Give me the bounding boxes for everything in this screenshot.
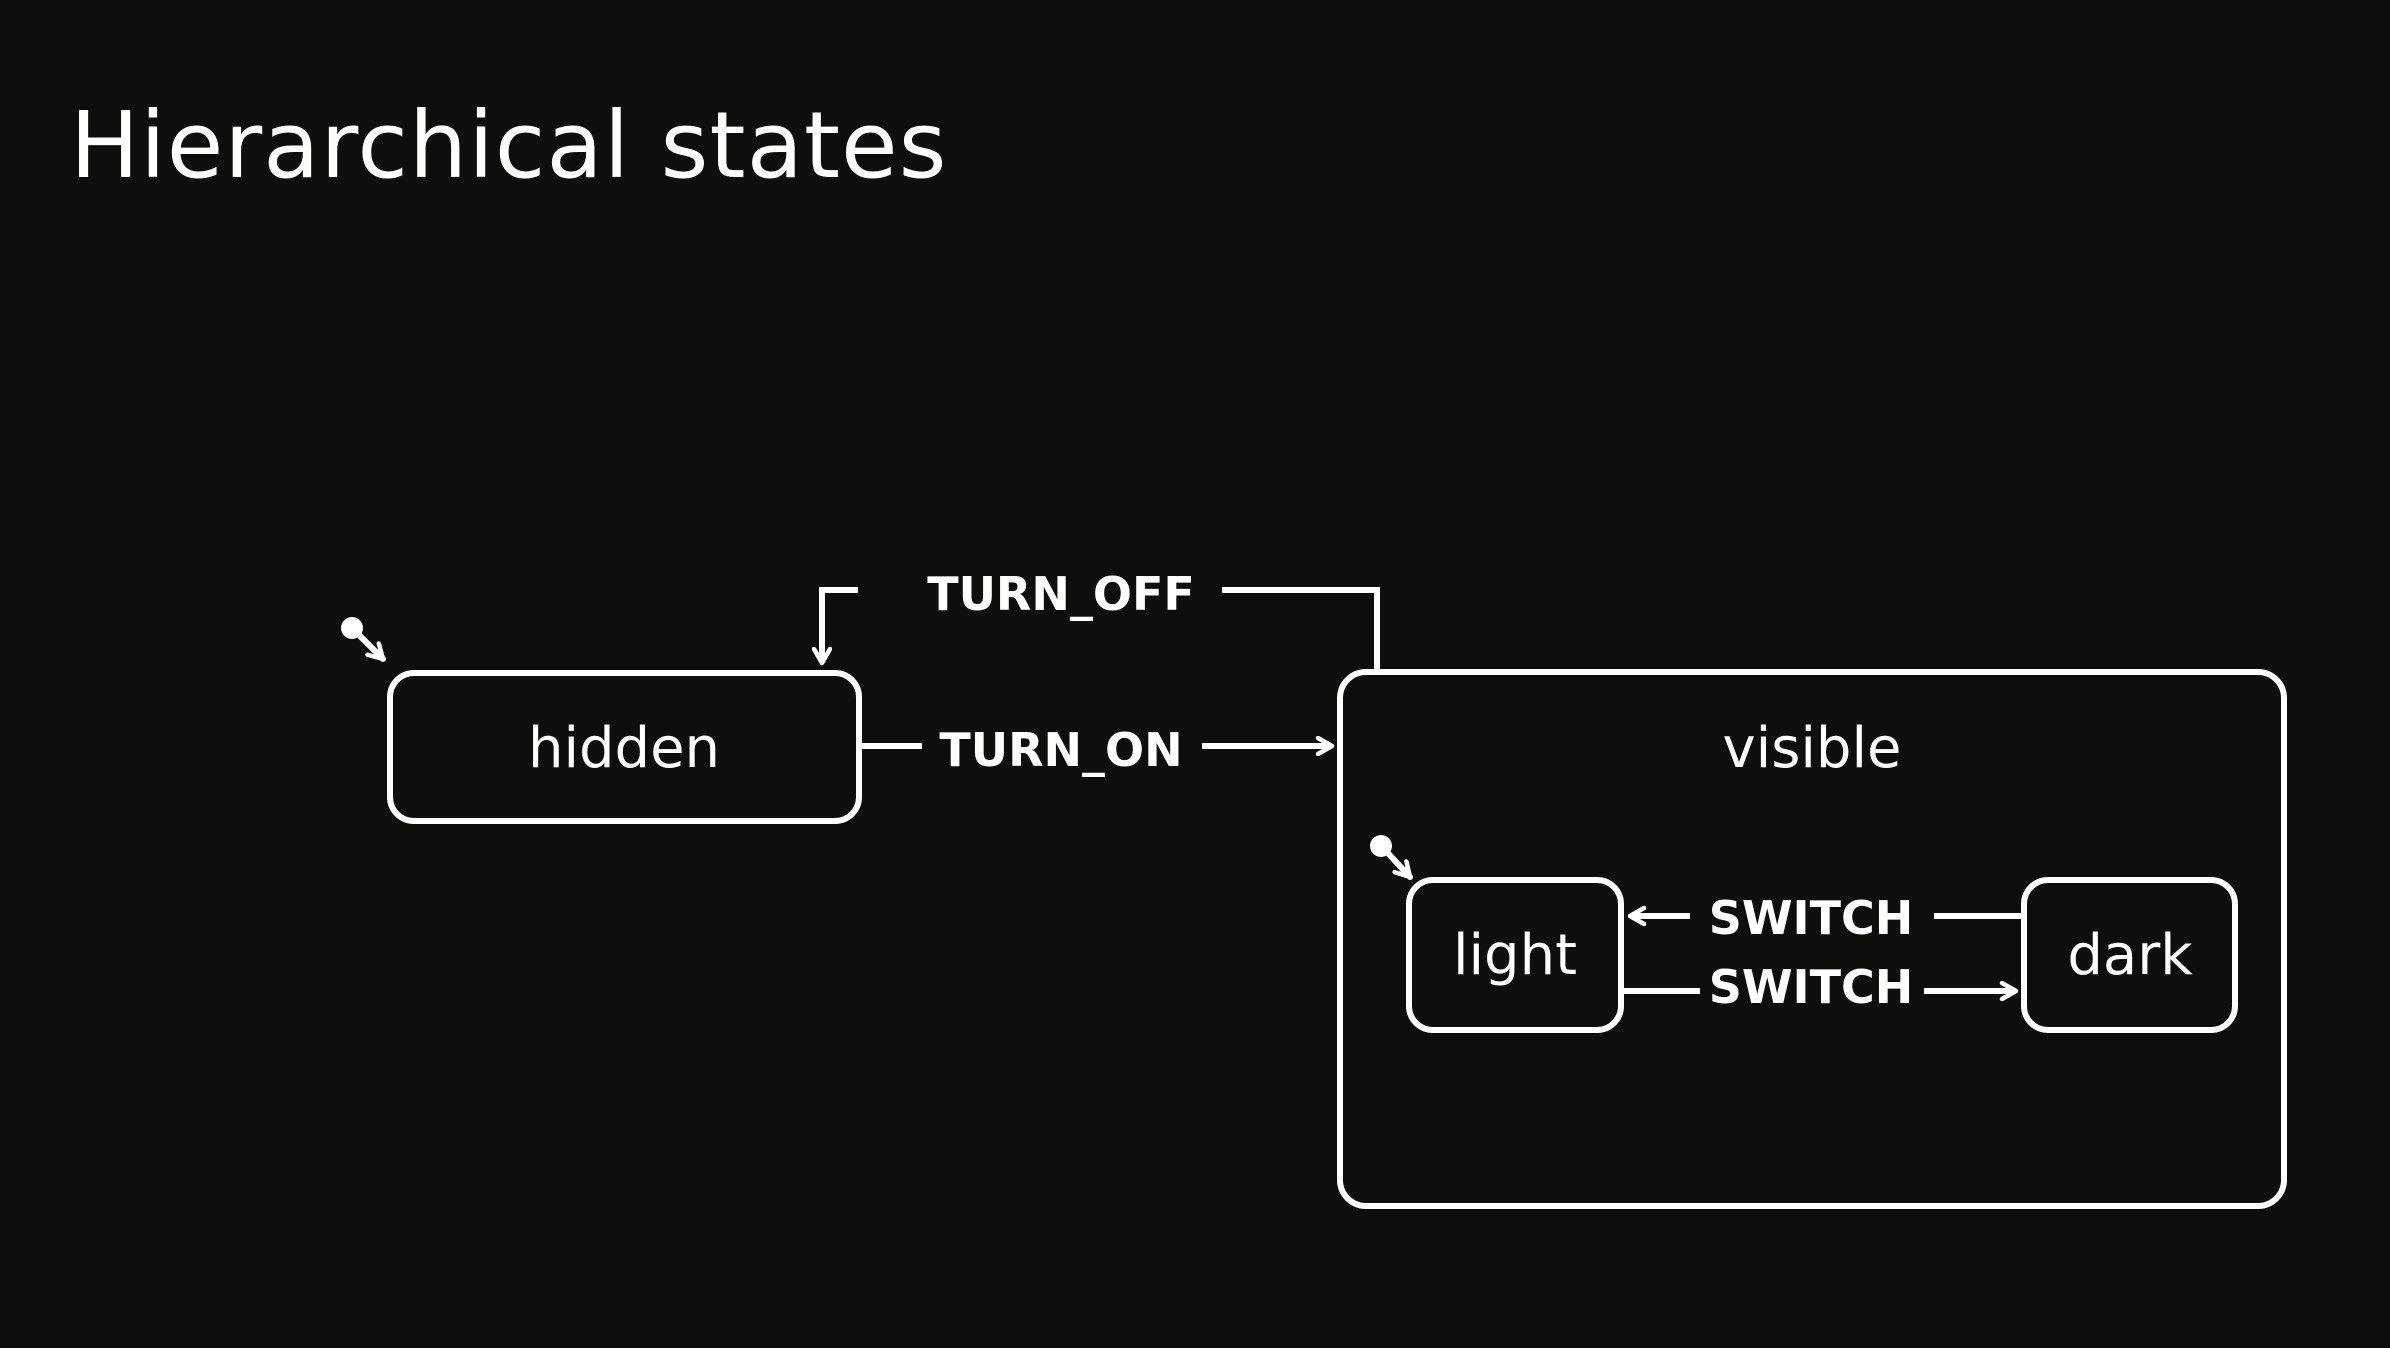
- transition-turn-on[interactable]: TURN_ON: [859, 723, 1332, 777]
- event-switch-to-light-label: SWITCH: [1709, 891, 1914, 945]
- slide-title: Hierarchical states: [70, 92, 948, 199]
- initial-marker-light: [1370, 835, 1413, 880]
- event-turn-on-label: TURN_ON: [939, 723, 1182, 777]
- event-turn-off-label: TURN_OFF: [927, 567, 1195, 621]
- state-visible[interactable]: visible: [1337, 669, 2287, 1209]
- state-light-label: light: [1453, 923, 1577, 988]
- state-dark[interactable]: dark: [2021, 877, 2238, 1033]
- initial-marker-hidden: [341, 617, 386, 662]
- event-switch-to-dark-label: SWITCH: [1709, 960, 1914, 1014]
- state-visible-label: visible: [1723, 716, 1902, 781]
- transition-turn-off[interactable]: TURN_OFF: [822, 567, 1380, 672]
- state-light[interactable]: light: [1406, 877, 1624, 1033]
- transition-switch-to-light[interactable]: SWITCH: [1630, 891, 2024, 945]
- state-dark-label: dark: [2067, 923, 2193, 988]
- state-hidden[interactable]: hidden: [387, 670, 862, 824]
- state-hidden-label: hidden: [528, 716, 720, 781]
- transition-switch-to-dark[interactable]: SWITCH: [1621, 960, 2016, 1014]
